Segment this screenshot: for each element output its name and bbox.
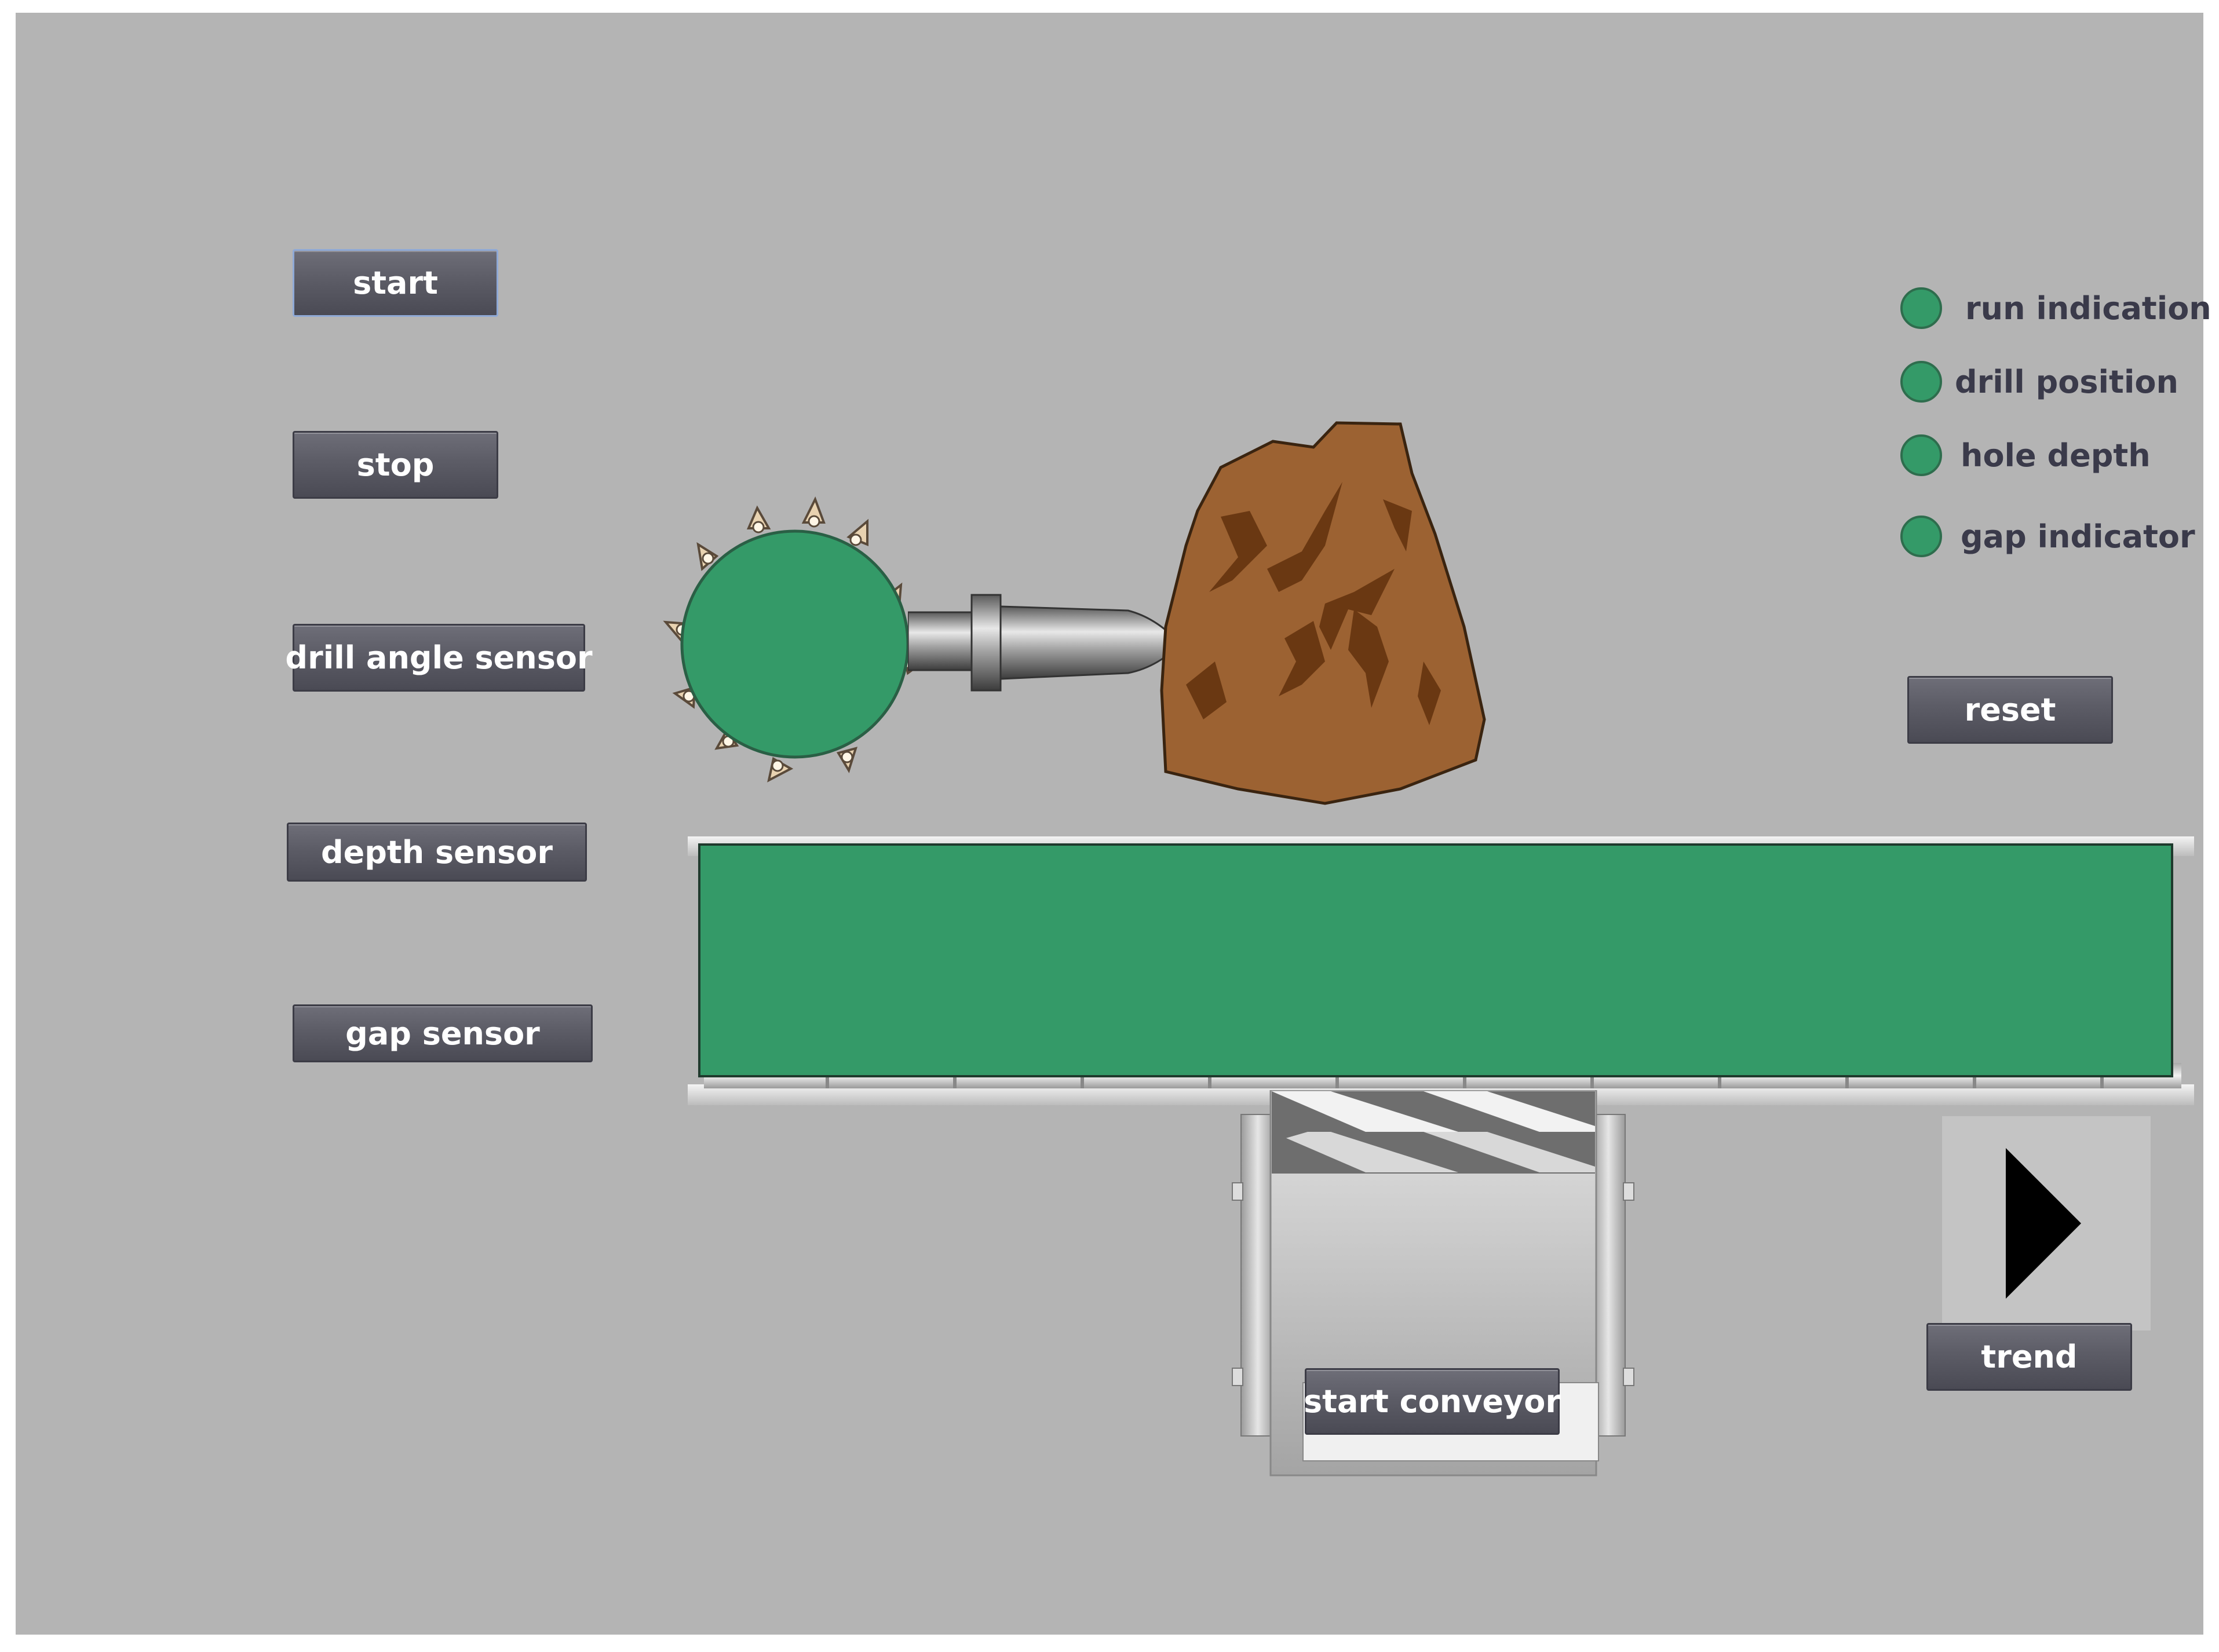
- indicator-drill-position: drill position: [1900, 359, 2178, 405]
- hmi-screen: start stop drill angle sensor depth sens…: [16, 13, 2211, 1635]
- drill-drum: [680, 529, 910, 759]
- drill-bit-icon: [908, 594, 1182, 692]
- drill-head-icon: [663, 496, 928, 783]
- trend-button[interactable]: trend: [1926, 1323, 2132, 1391]
- drill-angle-sensor-button[interactable]: drill angle sensor: [285, 624, 593, 692]
- conveyor-icon: [688, 836, 2194, 1105]
- gap-sensor-button[interactable]: gap sensor: [293, 1004, 593, 1062]
- indicator-run: run indication: [1900, 285, 2211, 331]
- drill-position-label: drill position: [1955, 363, 2178, 400]
- start-button[interactable]: start: [293, 249, 498, 317]
- gap-indicator-lamp: [1900, 516, 1942, 557]
- drill-position-lamp: [1900, 361, 1942, 403]
- gap-indicator-label: gap indicator: [1961, 518, 2195, 555]
- run-indication-label: run indication: [1965, 290, 2211, 327]
- play-triangle-icon[interactable]: [2003, 1145, 2084, 1302]
- run-indication-lamp: [1900, 287, 1942, 329]
- conveyor-belt: [698, 843, 2173, 1077]
- indicator-hole-depth: hole depth: [1900, 432, 2151, 478]
- start-conveyor-button[interactable]: start conveyor: [1304, 1368, 1561, 1435]
- stop-button[interactable]: stop: [293, 431, 498, 499]
- trend-icon-box[interactable]: [1942, 1116, 2151, 1331]
- indicator-gap: gap indicator: [1900, 513, 2195, 560]
- hole-depth-lamp: [1900, 434, 1942, 476]
- rock-cracks: [1186, 482, 1441, 725]
- hole-depth-label: hole depth: [1961, 437, 2151, 474]
- motor-stripes: [1272, 1091, 1595, 1174]
- reset-button[interactable]: reset: [1907, 676, 2113, 744]
- rock-icon: [1160, 421, 1486, 805]
- depth-sensor-button[interactable]: depth sensor: [287, 823, 587, 882]
